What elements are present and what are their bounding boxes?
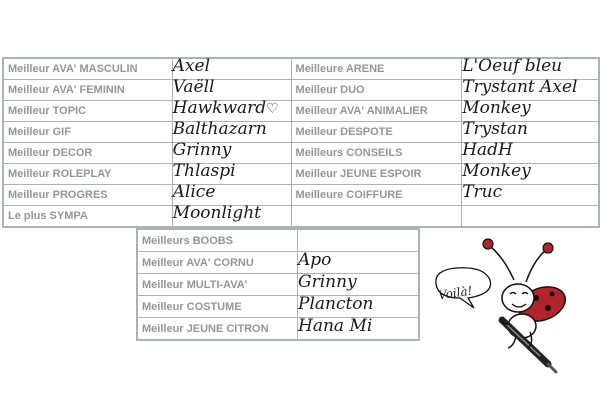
category-label: Meilleur AVA' MASCULIN xyxy=(2,57,173,80)
category-label: Meilleur AVA' ANIMALIER xyxy=(290,100,463,122)
category-label: Meilleur TOPIC xyxy=(2,100,173,122)
category-label: Meilleur DUO xyxy=(290,79,463,101)
ladybug-with-pen-icon xyxy=(435,238,566,374)
table-row: Meilleur GIF Balthazarn Meilleur DESPOTE… xyxy=(2,120,600,143)
winner-name: Apo xyxy=(297,251,420,274)
awards-table-secondary: Meilleurs BOOBS Meilleur AVA' CORNU Apo … xyxy=(136,228,420,341)
category-label: Meilleur COSTUME xyxy=(136,295,298,318)
category-label: Meilleur DESPOTE xyxy=(290,121,463,143)
category-label: Meilleure COIFFURE xyxy=(290,184,463,206)
winner-name: Truc xyxy=(461,183,600,206)
category-label: Meilleur PROGRES xyxy=(2,184,173,206)
winner-name xyxy=(461,205,600,228)
table-row: Meilleur MULTI-AVA' Grinny xyxy=(136,273,420,296)
table-row: Meilleur AVA' CORNU Apo xyxy=(136,251,420,274)
table-row: Meilleur TOPIC Hawkward♡ Meilleur AVA' A… xyxy=(2,99,600,122)
category-label: Meilleur AVA' FEMININ xyxy=(2,79,173,101)
category-label: Meilleure ARENE xyxy=(290,57,463,80)
category-label: Meilleur GIF xyxy=(2,121,173,143)
category-label: Meilleurs BOOBS xyxy=(136,228,298,252)
winner-name: Hana Mi xyxy=(297,317,420,341)
category-label: Meilleur ROLEPLAY xyxy=(2,163,173,185)
table-row: Meilleurs BOOBS xyxy=(136,228,420,252)
category-label: Meilleur AVA' CORNU xyxy=(136,251,298,274)
table-row: Meilleur DECOR Grinny Meilleurs CONSEILS… xyxy=(2,141,600,164)
winner-name: Plancton xyxy=(297,295,420,318)
heart-icon: ♡ xyxy=(266,100,279,117)
category-label: Meilleurs CONSEILS xyxy=(290,142,463,164)
winner-name: Hawkward♡ xyxy=(171,99,292,122)
table-row: Meilleur JEUNE CITRON Hana Mi xyxy=(136,317,420,341)
winner-name: HadH xyxy=(461,141,600,164)
winner-name: Grinny xyxy=(297,273,420,296)
category-label: Meilleur JEUNE CITRON xyxy=(136,317,298,341)
winner-name: Thlaspi xyxy=(171,162,292,185)
category-label: Meilleur DECOR xyxy=(2,142,173,164)
category-label: Meilleur MULTI-AVA' xyxy=(136,273,298,296)
table-row: Meilleur COSTUME Plancton xyxy=(136,295,420,318)
table-row: Meilleur PROGRES Alice Meilleure COIFFUR… xyxy=(2,183,600,206)
winner-name: Moonlight xyxy=(171,204,292,228)
category-label xyxy=(290,205,463,228)
awards-table-main: Meilleur AVA' MASCULIN Axel Meilleure AR… xyxy=(2,57,600,228)
table-row: Meilleur ROLEPLAY Thlaspi Meilleur JEUNE… xyxy=(2,162,600,185)
category-label: Meilleur JEUNE ESPOIR xyxy=(290,163,463,185)
winner-name xyxy=(297,228,420,252)
winner-name: Alice xyxy=(171,183,292,206)
table-row: Le plus SYMPA Moonlight xyxy=(2,204,600,228)
category-label: Le plus SYMPA xyxy=(2,205,173,228)
